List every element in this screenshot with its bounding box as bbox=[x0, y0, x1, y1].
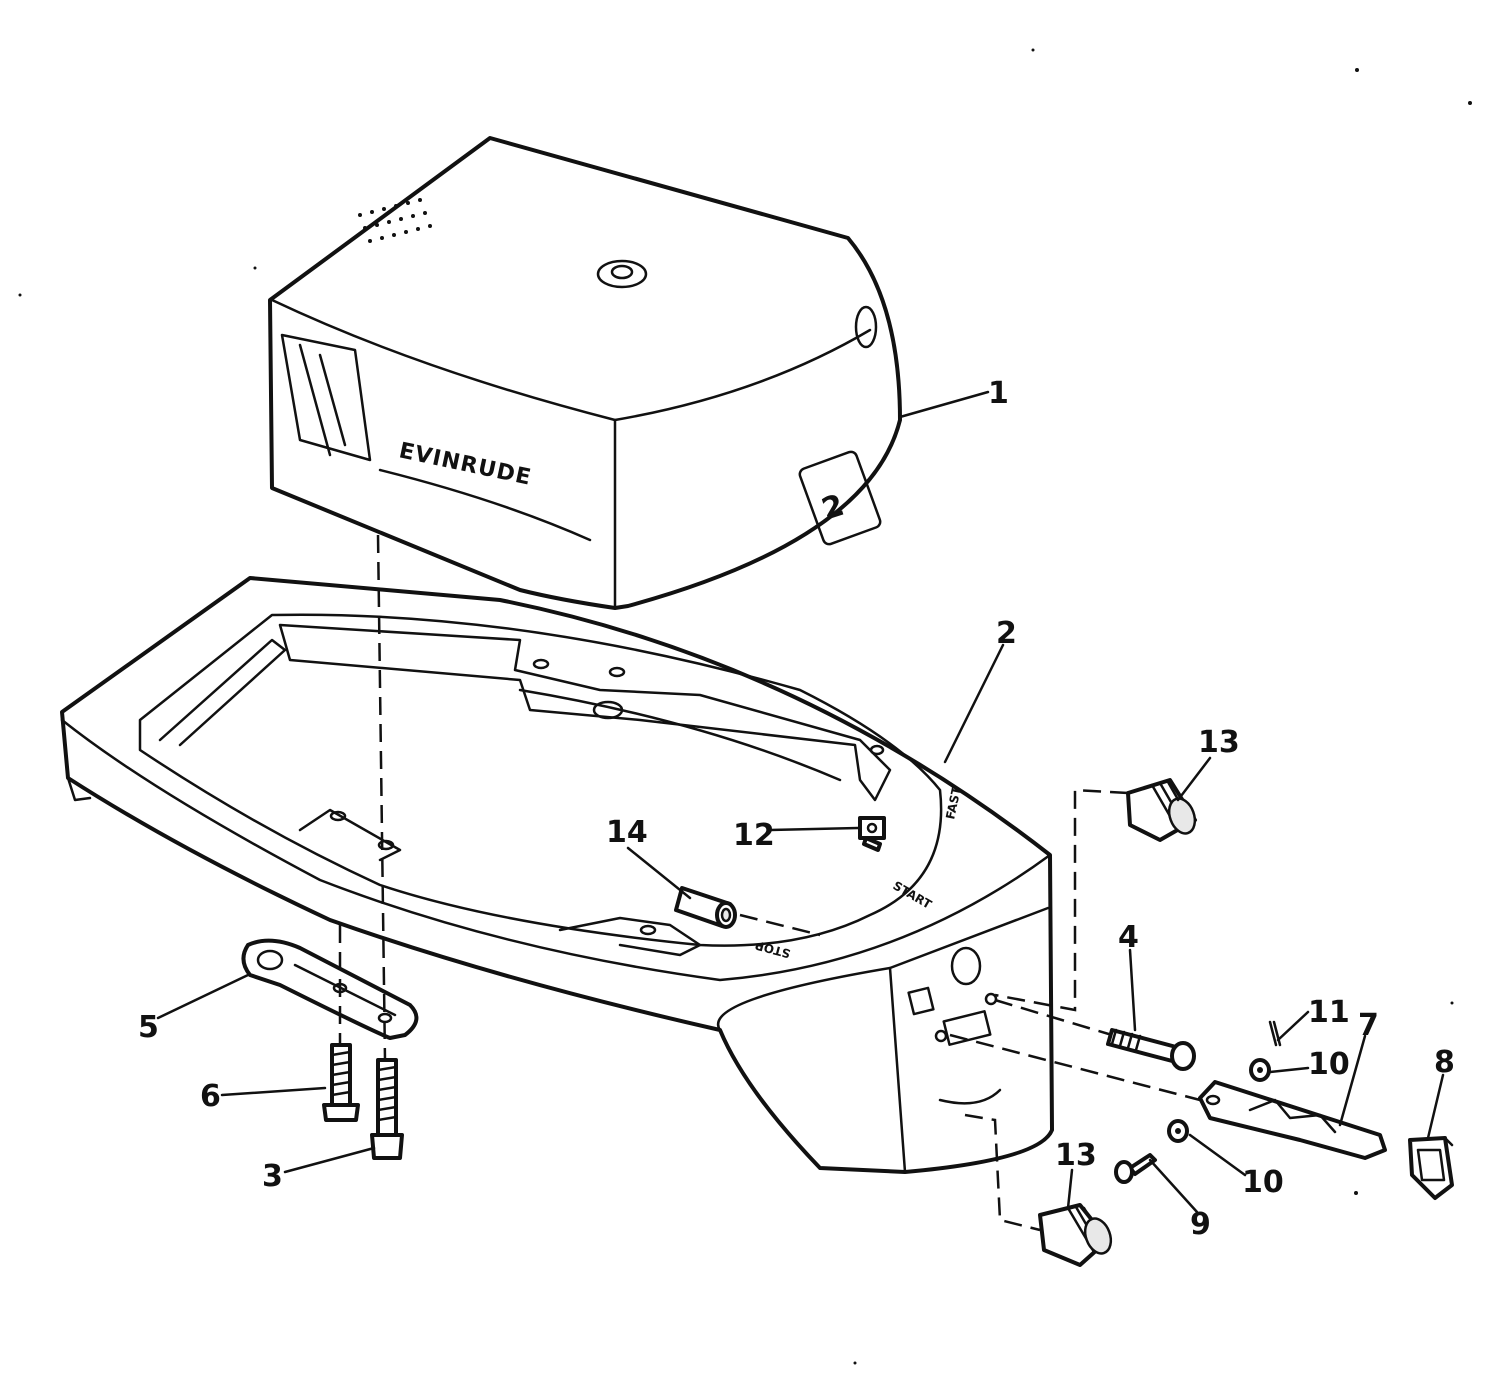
engine-hood: EVINRUDE 2 bbox=[268, 136, 902, 610]
callout-7: 7 bbox=[1358, 1008, 1379, 1043]
callout-5: 5 bbox=[138, 1010, 159, 1045]
callout-4: 4 bbox=[1118, 920, 1139, 955]
callout-6: 6 bbox=[200, 1079, 221, 1114]
callout-13-upper: 13 bbox=[1198, 725, 1240, 760]
callout-10-lower: 10 bbox=[1242, 1165, 1284, 1200]
pin bbox=[1114, 1153, 1157, 1184]
screw-6 bbox=[322, 1043, 360, 1122]
screw-3 bbox=[370, 1058, 404, 1160]
throttle-lever bbox=[1198, 1080, 1387, 1160]
washer-lower bbox=[1167, 1119, 1189, 1143]
retaining-clip bbox=[858, 816, 886, 852]
callout-11: 11 bbox=[1308, 995, 1350, 1030]
tray-mark-fast: FAST bbox=[943, 785, 964, 821]
choke-knob-lower bbox=[1038, 1203, 1113, 1267]
callout-3: 3 bbox=[262, 1159, 283, 1194]
washer-upper bbox=[1249, 1058, 1271, 1082]
square-block bbox=[1408, 1136, 1454, 1200]
choke-knob-upper bbox=[1126, 778, 1197, 842]
callout-2: 2 bbox=[996, 616, 1017, 651]
callout-10-upper: 10 bbox=[1308, 1047, 1350, 1082]
callout-13-lower: 13 bbox=[1055, 1138, 1097, 1173]
scan-specks bbox=[18, 48, 1472, 1365]
callout-leaders bbox=[156, 390, 1445, 1214]
callout-14: 14 bbox=[606, 815, 648, 850]
callout-9: 9 bbox=[1190, 1207, 1211, 1242]
bracket-plate bbox=[241, 938, 419, 1040]
callout-12: 12 bbox=[733, 818, 775, 853]
cotter-pin bbox=[1268, 1020, 1282, 1047]
callout-1: 1 bbox=[988, 376, 1009, 411]
lower-motor-cover: FAST START STOP bbox=[60, 576, 1054, 1174]
callout-8: 8 bbox=[1434, 1045, 1455, 1080]
callout-labels: 1 2 13 14 12 4 5 6 3 11 10 7 8 10 9 13 bbox=[138, 376, 1455, 1242]
long-bolt bbox=[1106, 1028, 1196, 1071]
assembly-lines bbox=[338, 534, 1201, 1232]
